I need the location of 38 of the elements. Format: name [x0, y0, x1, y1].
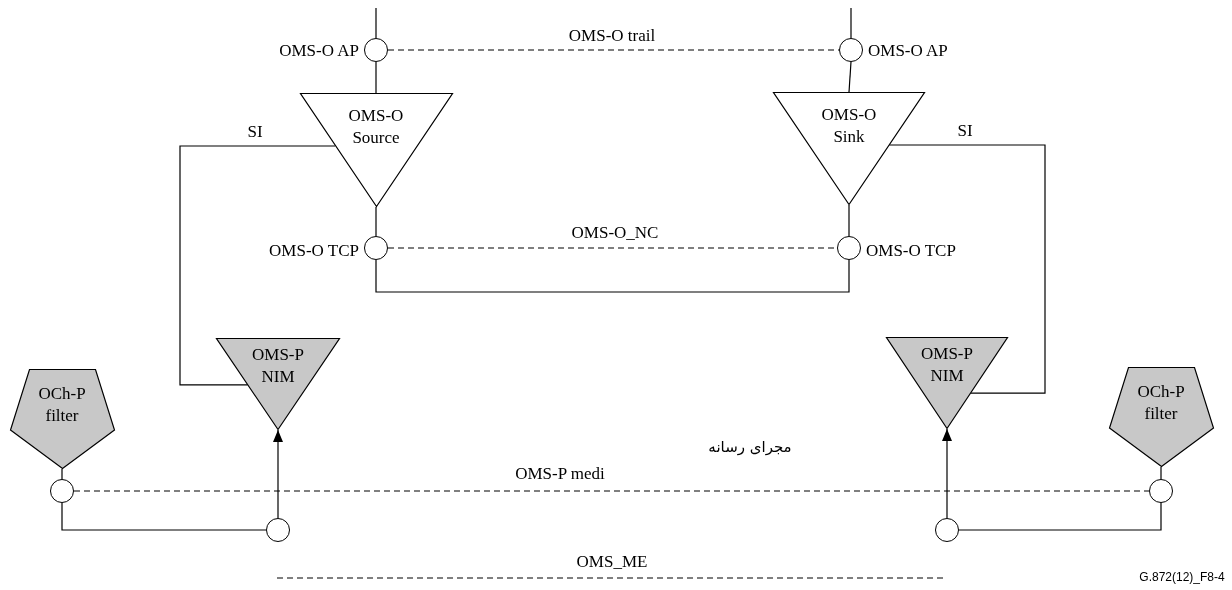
block-label: OCh-P filter [37, 383, 87, 427]
point-label: OMS-O AP [868, 41, 948, 61]
text-label: مجرای رسانه [707, 437, 793, 457]
point-label: OMS-O AP [279, 41, 359, 61]
line [888, 144, 1046, 394]
block-label: OMS-P NIM [251, 344, 305, 388]
line [375, 206, 377, 237]
pentagon [9, 369, 115, 469]
block-label: OCh-P filter [1136, 381, 1186, 425]
triangle [773, 92, 925, 205]
line [61, 502, 267, 531]
point-label: OMS-O TCP [269, 241, 359, 261]
line [375, 61, 377, 94]
block-label: OMS-P NIM [920, 343, 974, 387]
block-label: OMS-O Sink [820, 104, 878, 148]
triangle [299, 93, 453, 207]
pentagon [1108, 367, 1214, 467]
line [850, 7, 852, 39]
triangle [216, 338, 340, 430]
text-label: OMS_ME [575, 552, 649, 572]
line [958, 502, 1162, 531]
text-label: G.872(12)_F8-4 [1138, 569, 1226, 586]
line [848, 61, 852, 93]
point-label: OMS-O TCP [866, 241, 956, 261]
arrow [942, 428, 952, 519]
dashed-line [73, 490, 1150, 492]
connection-point [1149, 479, 1173, 503]
connection-point [266, 518, 290, 542]
line [375, 7, 377, 39]
connection-point [50, 479, 74, 503]
connection-point [935, 518, 959, 542]
line [375, 259, 850, 293]
arrow [273, 429, 283, 519]
line [1160, 466, 1162, 480]
line [61, 468, 63, 480]
line [848, 204, 850, 237]
triangle [886, 337, 1008, 429]
block-label: OMS-O Source [347, 105, 405, 149]
